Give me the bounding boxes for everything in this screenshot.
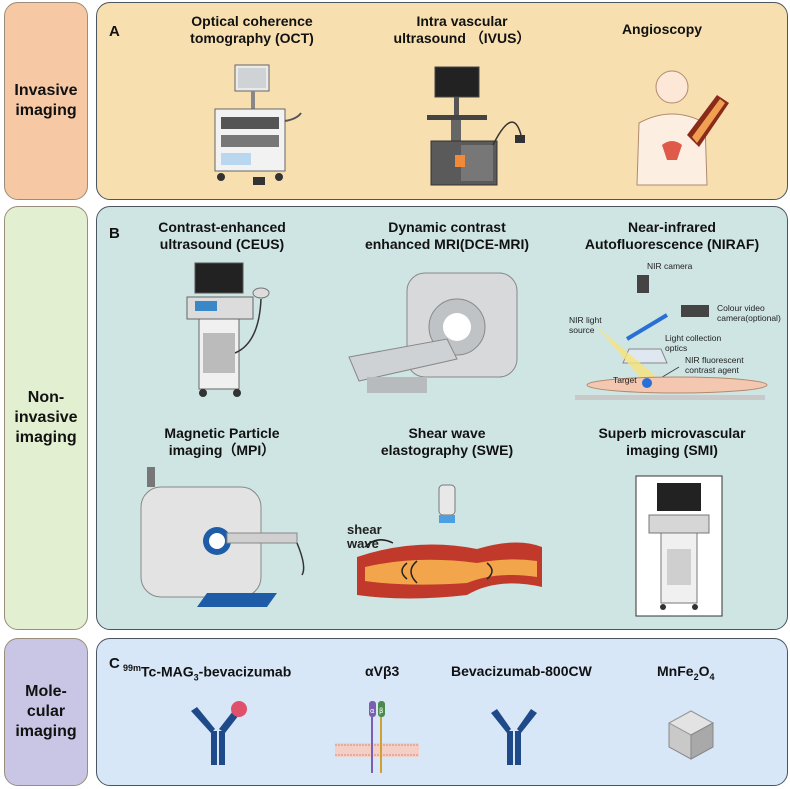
integrin-alpha-glyph: α [370, 707, 375, 715]
mnfe-sub2: 4 [709, 671, 715, 682]
panel-b-letter: B [109, 225, 120, 242]
panel-a-letter: A [109, 23, 120, 40]
mnfe-b: O [698, 663, 710, 679]
swe-illustration [357, 484, 542, 599]
side-label-noninvasive: Non- invasive imaging [4, 206, 88, 630]
nir-source-label: NIR light source [569, 315, 602, 335]
nir-camera-label: NIR camera [647, 261, 693, 271]
tc-subscript: 3 [193, 672, 199, 683]
mpi-title: Magnetic Particle imaging（MPI） [164, 425, 280, 458]
ivus-device-illustration [427, 66, 525, 186]
target-label: Target [613, 375, 637, 385]
contrast-agent-label: NIR fluorescent contrast agent [685, 355, 744, 375]
light-optics-label: Light collection optics [665, 333, 722, 353]
dce-mri-title: Dynamic contrast enhanced MRI(DCE-MRI) [364, 219, 530, 252]
panel-c: C 99mTc-MAG3-bevacizumab αVβ3 Bevacizuma… [96, 638, 788, 786]
panel-a: A Optical coherence tomography (OCT) Int… [96, 2, 788, 200]
oct-device-illustration [214, 64, 302, 185]
nanoparticle-icon [667, 710, 715, 760]
oct-title: Optical coherence tomography (OCT) [190, 13, 314, 46]
side-label-molecular: Mole- cular imaging [4, 638, 88, 786]
tc-main-text: Tc-MAG [141, 663, 194, 680]
antibody-radiolabel-icon [191, 701, 247, 765]
ceus-device-illustration [186, 262, 270, 397]
shear-wave-label: shear wave [347, 522, 382, 551]
dce-mri-illustration [348, 272, 518, 393]
smi-title: Superb microvascular imaging (SMI) [598, 425, 746, 458]
smi-device-illustration [635, 475, 723, 617]
side-label-invasive: Invasive imaging [4, 2, 88, 200]
ceus-title: Contrast-enhanced ultrasound (CEUS) [158, 219, 286, 252]
integrin-beta-glyph: β [379, 707, 383, 715]
antibody-icon [491, 709, 537, 765]
swe-title: Shear wave elastography (SWE) [380, 425, 514, 458]
ivus-title: Intra vascular ultrasound （IVUS） [393, 13, 531, 46]
tc-mass-number: 99m [123, 663, 142, 673]
mnfe-sub1: 2 [693, 671, 699, 682]
niraf-illustration [575, 275, 768, 400]
colour-camera-label: Colour video camera(optional) [717, 303, 781, 323]
mpi-device-illustration [140, 467, 305, 607]
mnfe-a: MnFe [657, 663, 694, 679]
bevacizumab-800cw-label: Bevacizumab-800CW [451, 663, 592, 679]
niraf-title: Near-infrared Autofluorescence (NIRAF) [584, 219, 760, 252]
mnfe2o4-label: MnFe2O4 [657, 663, 714, 682]
integrin-membrane-icon: α β [335, 701, 419, 773]
angioscopy-illustration [636, 70, 729, 186]
panel-c-letter: C [109, 655, 120, 672]
integrin-label: αVβ3 [365, 663, 400, 679]
panel-b: B Contrast-enhanced ultrasound (CEUS) Dy… [96, 206, 788, 630]
angioscopy-title: Angioscopy [621, 21, 703, 37]
tc-end-text: -bevacizumab [198, 663, 292, 680]
tc-mag3-bevacizumab-label: 99mTc-MAG3-bevacizumab [123, 663, 291, 682]
